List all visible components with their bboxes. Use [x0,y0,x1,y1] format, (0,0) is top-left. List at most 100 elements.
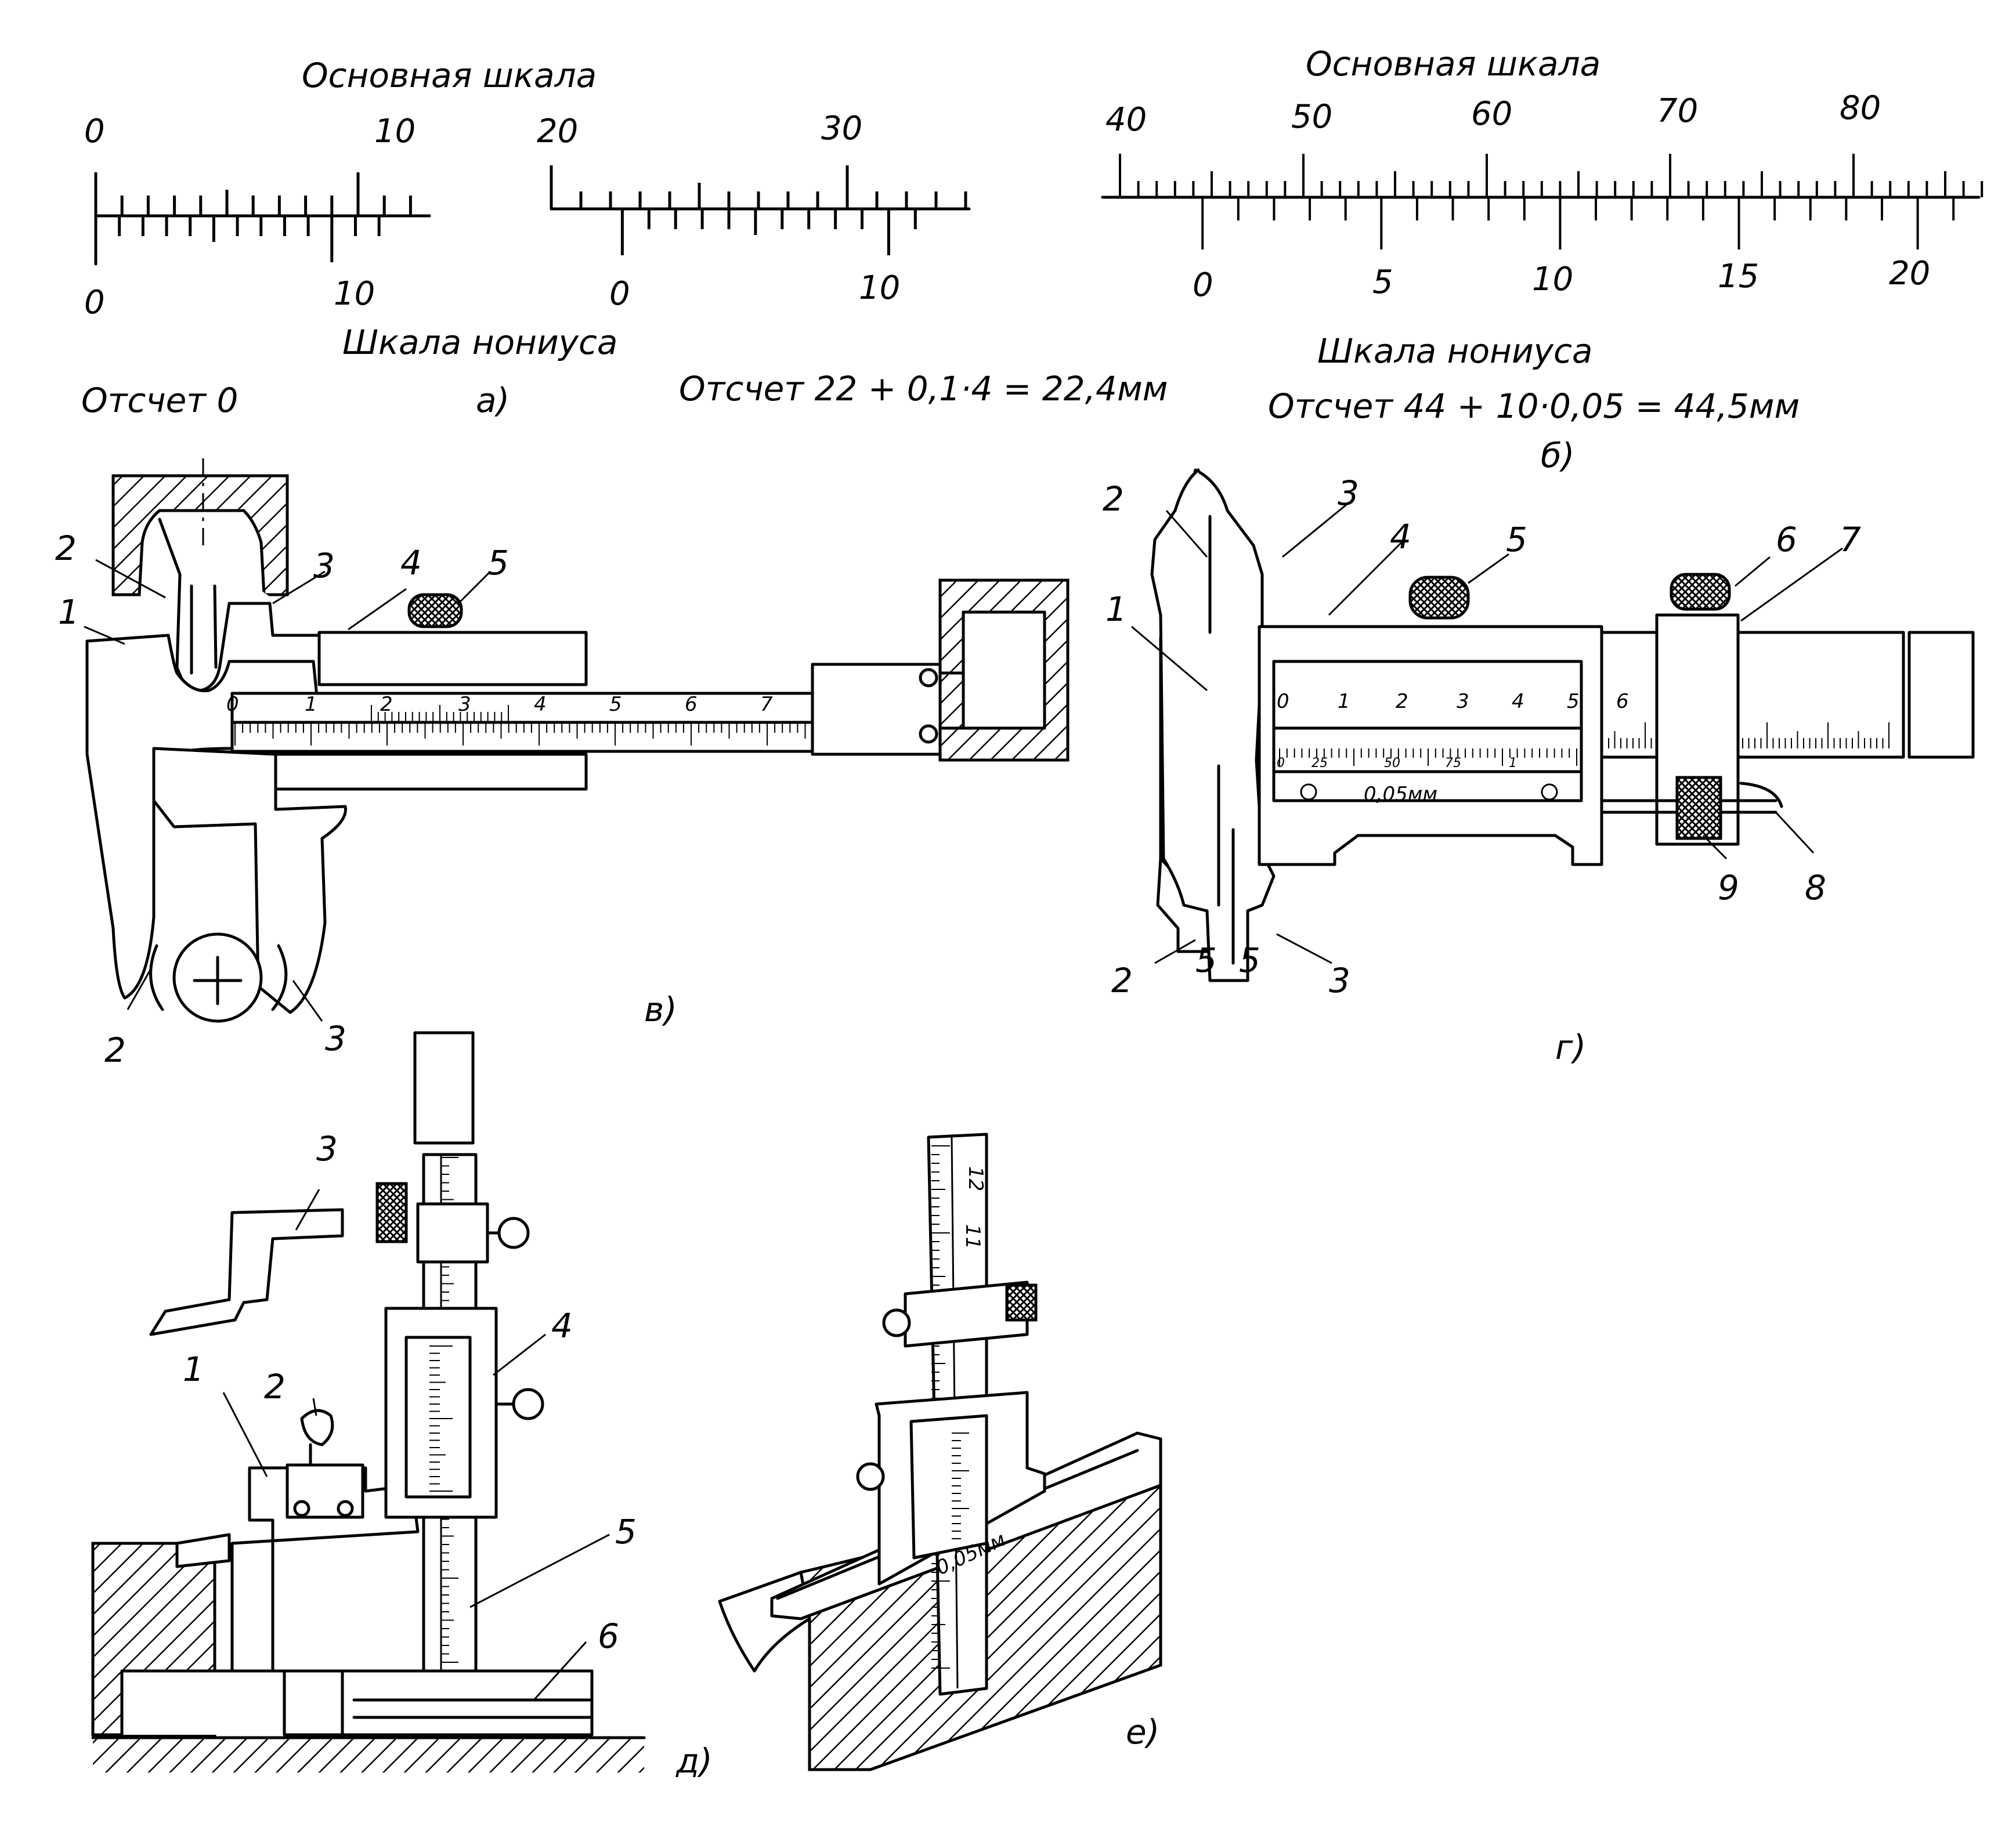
micro-feed-nut [375,1182,408,1243]
ruler-label: 7 [760,693,773,716]
part-label: 8 [1805,868,1826,907]
ruler-label: 0 [1277,690,1289,713]
part-label: 2 [104,1030,126,1070]
ruler-label: 4 [534,693,547,716]
reading-text: Отсчет 44 + 10·0,05 = 44,5мм [1268,386,1800,426]
ruler-label: 4 [1512,690,1524,713]
workpiece-step [175,1533,231,1568]
measured-part-section [111,474,289,596]
part-label: 6 [598,1616,619,1656]
part-label: 2 [264,1367,286,1406]
main-label: 60 [1471,95,1512,133]
movable-jaw [152,747,347,1014]
part-label: 2 [55,529,77,568]
micro-feed-frame [416,1202,489,1264]
jaw-mark: 5 [1239,940,1260,980]
vernier-window [1272,660,1583,802]
window-screw [1541,783,1558,801]
ruler-label: 2 [380,693,393,716]
part-label: 5 [615,1512,637,1551]
frame-clamp-screw [856,1462,885,1491]
part-label: 1 [183,1350,204,1389]
scriber [149,1208,344,1336]
vernier-label: 20 [1889,255,1930,292]
vernier-window [404,1336,472,1499]
ruler-label: 5 [609,693,622,716]
reading-text: Отсчет 22 + 0,1·4 = 22,4мм [679,369,1168,408]
ruler-ticks [234,705,806,746]
micro-feed-nut [1675,776,1722,840]
panel-caption: а) [476,381,510,420]
ruler-label: 1 [1338,690,1350,713]
part-label: 6 [1776,520,1797,559]
vernier-label: 5 [1372,263,1393,301]
ruler-label: 11 [961,1224,984,1249]
main-scale-title: Основная шкала [302,56,597,95]
scale-pair-zero: 0 10 0 10 Отсчет 0 [81,113,431,420]
part-label: 4 [551,1306,573,1345]
micro-feed-screw [497,1217,530,1249]
part-label: 4 [400,543,422,583]
depth-end-cavity [962,610,1046,730]
part-label: 5 [487,543,509,583]
micro-feed-screw [882,1308,911,1337]
vernier-label: 25 [1312,756,1328,771]
panel-caption: е) [1126,1712,1159,1752]
part-label: 3 [313,546,335,585]
part-label: 3 [1338,473,1359,513]
micro-feed-frame [1655,613,1740,846]
tick-marks [1119,154,1984,249]
micro-feed-clamp-screw [1670,573,1731,611]
holder-screw [293,1500,310,1517]
panel-a: Основная шкала Шкала нониуса 0 10 0 10 О… [81,56,1168,420]
ruler-label: 0 [226,693,239,716]
ruler-label: 6 [1616,690,1629,713]
part-label: 3 [316,1129,338,1169]
panel-d-height-gauge: 3 1 2 4 5 6 д) [91,1031,713,1781]
main-label: 0 [84,113,105,150]
ruler-label: 3 [458,693,471,716]
scale-pair-22-4: 20 30 0 10 Отсчет 22 + 0,1·4 = 22,4мм [537,110,1168,408]
window-screw [1300,783,1317,801]
base-details [341,1669,594,1737]
panel-b: Основная шкала 40 50 60 70 80 0 5 10 15 … [1101,44,1984,475]
part-label: 7 [1840,520,1861,559]
main-label: 50 [1291,98,1332,136]
part-label: 4 [1390,517,1411,556]
ruler-label: 3 [1457,690,1469,713]
part-label: 3 [1329,961,1350,1000]
micro-feed-screw-end [1739,782,1783,808]
main-label: 80 [1840,89,1881,127]
part-label: 1 [58,592,80,632]
inside-jaw-tips [190,584,218,675]
leader-lines [1131,504,1843,964]
part-label: 2 [1111,961,1133,1000]
panel-v-caliper: 0 1 2 3 4 5 6 7 1 2 3 4 5 2 3 в) [55,458,1070,1070]
main-label: 40 [1105,101,1147,139]
ruler-label: 2 [1396,690,1408,713]
ruler-label: 5 [1567,690,1580,713]
part-label: 1 [1105,589,1127,629]
ruler-label: 6 [685,693,698,716]
part-label: 2 [1103,479,1124,519]
jaw-contact-faces [149,944,288,1011]
vernier-label: 10 [334,275,375,313]
vernier-label: 0 [84,284,105,321]
main-label: 10 [374,113,416,150]
panel-g-caliper: 0 1 2 3 4 5 6 0 25 50 75 1 0,05мм 5 5 1 … [1103,468,1975,1067]
part-label: 3 [325,1019,346,1058]
panel-caption: г) [1555,1028,1586,1067]
base [283,1669,594,1737]
workpiece [120,1466,594,1737]
main-label: 70 [1657,92,1698,130]
panel-e-depth-gauge: 12 11 0,05мм е) [718,1133,1162,1771]
part-label: 5 [1506,520,1527,559]
vernier-label: 10 [1532,261,1573,298]
main-scale-title: Основная шкала [1306,44,1600,84]
column-top [413,1031,475,1145]
depth-screw [919,724,938,744]
frame-clamp-screw [512,1388,544,1420]
holder-screw [337,1500,354,1517]
ruler-label: 12 [964,1166,987,1191]
